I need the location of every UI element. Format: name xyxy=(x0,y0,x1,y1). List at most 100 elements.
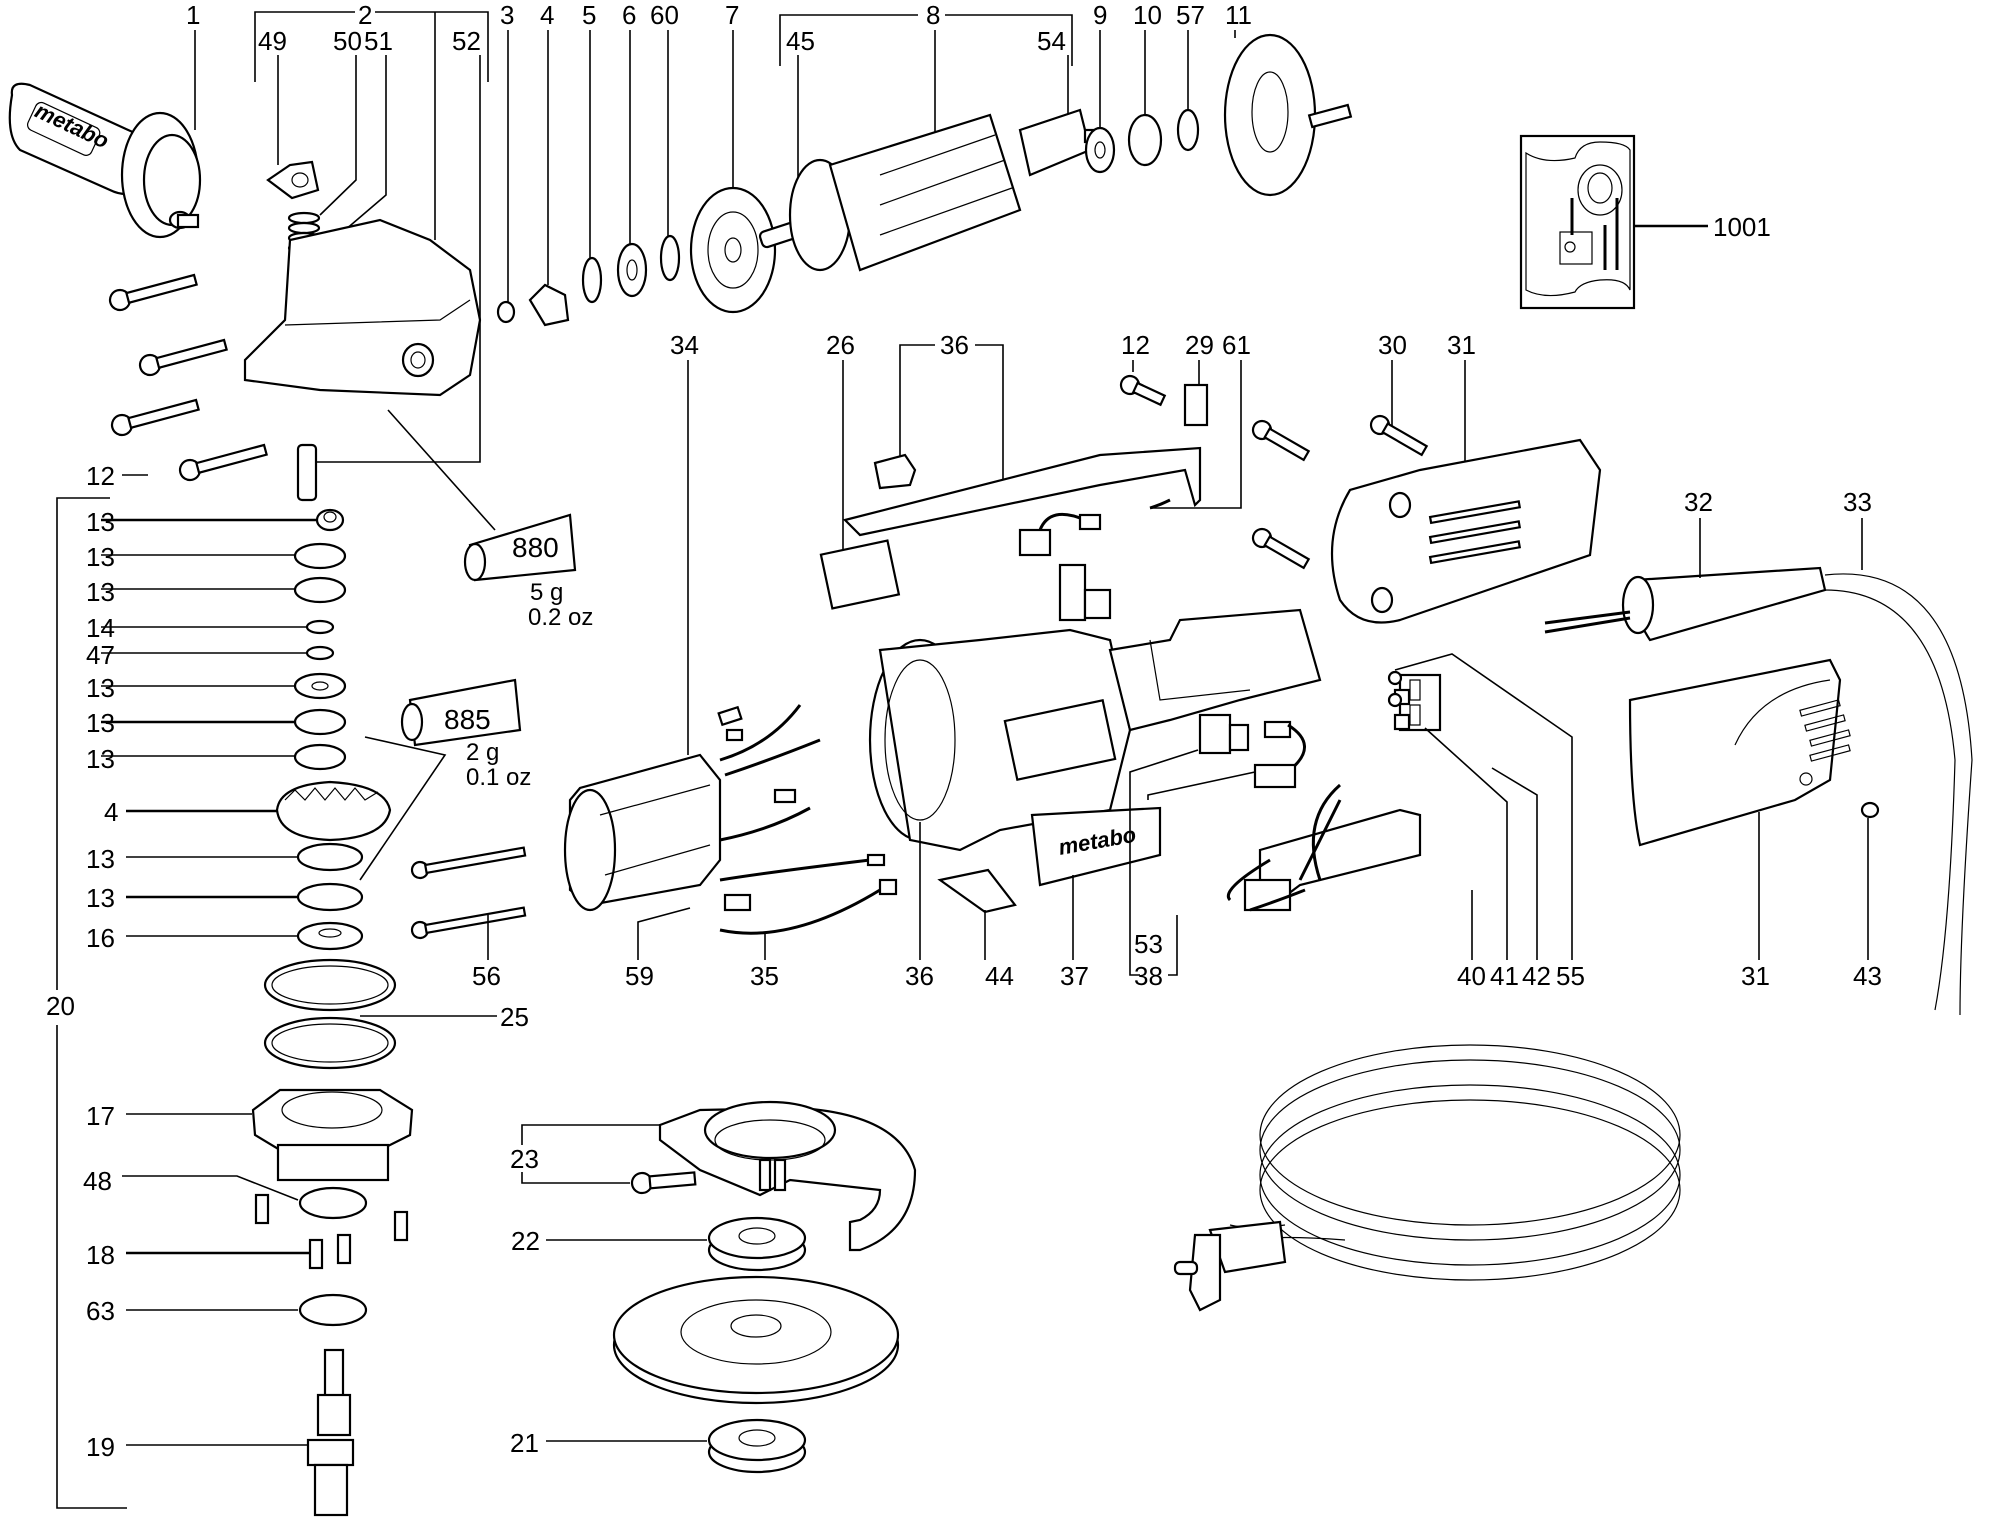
label-29: 29 xyxy=(1185,330,1214,360)
stator xyxy=(563,704,898,935)
spindle-stack-leaders xyxy=(101,518,497,1446)
tube-885-weight: 2 g xyxy=(466,739,499,766)
label-47: 47 xyxy=(86,640,115,670)
label-57: 57 xyxy=(1176,0,1205,30)
label-13-b: 13 xyxy=(86,542,115,572)
label-21: 21 xyxy=(510,1428,539,1458)
bracket-36-left xyxy=(899,344,935,470)
label-44: 44 xyxy=(985,961,1014,991)
label-45: 45 xyxy=(786,26,815,56)
label-51: 51 xyxy=(364,26,393,56)
tube-880-weight-imperial: 0.2 oz xyxy=(528,604,593,631)
wheel-guard xyxy=(658,1100,917,1252)
motor-housing xyxy=(868,608,1322,852)
leader-52 xyxy=(315,55,481,463)
label-26: 26 xyxy=(826,330,855,360)
screws-12-group xyxy=(108,273,268,482)
bracket-8-left xyxy=(779,14,918,66)
label-14: 14 xyxy=(86,613,115,643)
spindle-stack-parts xyxy=(251,508,414,1517)
bracket-20-bottom xyxy=(56,1025,127,1509)
label-13-h: 13 xyxy=(86,883,115,913)
label-38: 38 xyxy=(1134,961,1163,991)
guard-clamp-parts xyxy=(243,160,482,502)
bracket-36-right xyxy=(975,344,1004,485)
label-31-bottom: 31 xyxy=(1741,961,1770,991)
label-sheet-44 xyxy=(937,868,1017,914)
label-16: 16 xyxy=(86,923,115,953)
inner-flange-21 xyxy=(707,1418,807,1474)
bracket-23-bottom xyxy=(521,1172,630,1184)
label-13-g: 13 xyxy=(86,844,115,874)
leader-880 xyxy=(387,409,496,531)
label-36-bottom: 36 xyxy=(905,961,934,991)
label-4-left: 4 xyxy=(104,797,118,827)
label-8: 8 xyxy=(926,0,940,30)
brand-plate-37: metabo xyxy=(1030,806,1162,887)
housing-half-31 xyxy=(1330,438,1602,624)
label-3: 3 xyxy=(500,0,514,30)
grease-tube-880: 880 5 g 0.2 oz xyxy=(463,513,593,631)
label-41: 41 xyxy=(1490,961,1519,991)
label-43: 43 xyxy=(1853,961,1882,991)
label-31-top: 31 xyxy=(1447,330,1476,360)
label-33: 33 xyxy=(1843,487,1872,517)
label-13-a: 13 xyxy=(86,507,115,537)
label-63: 63 xyxy=(86,1296,115,1326)
spindle-stack-labels: 13 13 13 14 47 13 13 13 4 13 13 16 25 17… xyxy=(83,507,529,1462)
inset-switch-detail xyxy=(1519,134,1636,310)
armature xyxy=(758,108,1107,272)
bracket-20-top xyxy=(56,497,110,990)
label-6: 6 xyxy=(622,0,636,30)
grinding-disc xyxy=(612,1275,900,1405)
label-49: 49 xyxy=(258,26,287,56)
leader-61 xyxy=(1150,360,1242,509)
leader-42 xyxy=(1491,767,1538,960)
label-5: 5 xyxy=(582,0,596,30)
label-55: 55 xyxy=(1556,961,1585,991)
label-34: 34 xyxy=(670,330,699,360)
label-59: 59 xyxy=(625,961,654,991)
label-13-d: 13 xyxy=(86,673,115,703)
grease-tube-885: 885 2 g 0.1 oz xyxy=(400,678,531,791)
label-22: 22 xyxy=(511,1226,540,1256)
label-11: 11 xyxy=(1225,0,1252,30)
leader-41 xyxy=(1424,727,1508,960)
outer-flange-22 xyxy=(707,1216,807,1272)
label-52: 52 xyxy=(452,26,481,56)
leader-53 xyxy=(1129,749,1199,976)
label-13-f: 13 xyxy=(86,744,115,774)
cord-and-plug xyxy=(1173,566,1973,1312)
bracket-2-left xyxy=(254,11,355,82)
label-13-c: 13 xyxy=(86,577,115,607)
label-48: 48 xyxy=(83,1166,112,1196)
bearings-and-cover xyxy=(1084,33,1353,197)
bracket-8-right xyxy=(945,14,1073,66)
label-25: 25 xyxy=(500,1002,529,1032)
label-37: 37 xyxy=(1060,961,1089,991)
gearing-small-parts xyxy=(496,186,777,327)
label-60: 60 xyxy=(650,0,679,30)
label-4-top: 4 xyxy=(540,0,554,30)
label-36-top: 36 xyxy=(940,330,969,360)
label-12-left: 12 xyxy=(86,461,115,491)
label-7: 7 xyxy=(725,0,739,30)
label-40: 40 xyxy=(1457,961,1486,991)
side-handle: metabo xyxy=(8,82,202,239)
label-20: 20 xyxy=(46,991,75,1021)
long-screws-56 xyxy=(410,846,527,940)
label-19: 19 xyxy=(86,1432,115,1462)
label-61: 61 xyxy=(1222,330,1251,360)
tube-885-weight-imperial: 0.1 oz xyxy=(466,764,531,791)
label-10: 10 xyxy=(1133,0,1162,30)
leader-59 xyxy=(637,907,691,960)
tube-885-code: 885 xyxy=(444,704,491,735)
label-30: 30 xyxy=(1378,330,1407,360)
bracket-2-right xyxy=(375,11,489,82)
label-23: 23 xyxy=(510,1144,539,1174)
label-35: 35 xyxy=(750,961,779,991)
label-17: 17 xyxy=(86,1101,115,1131)
label-53: 53 xyxy=(1134,929,1163,959)
switch-rod-and-parts xyxy=(819,374,1429,622)
